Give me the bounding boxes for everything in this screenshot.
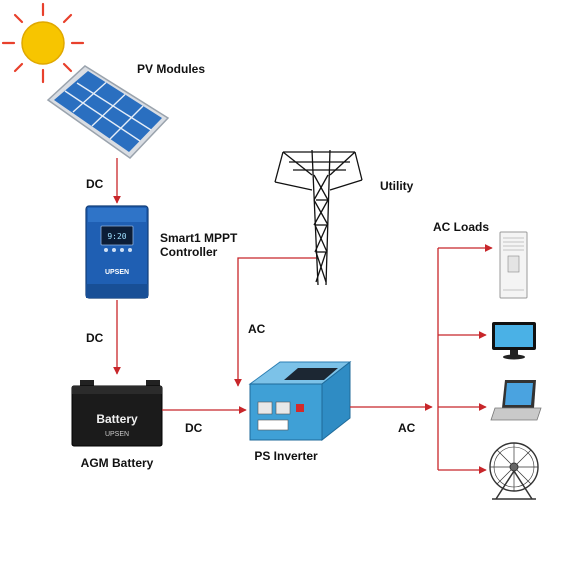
agm-battery-label: AGM Battery — [81, 456, 154, 470]
ps-inverter-label: PS Inverter — [254, 449, 318, 463]
battery-icon — [71, 380, 163, 447]
sun-icon — [1, 2, 85, 84]
air-conditioner-icon — [499, 231, 528, 299]
dc-label-battery: DC — [185, 421, 203, 435]
controller-screen-text: 9:20 — [107, 232, 126, 241]
power-tower-icon — [274, 149, 363, 286]
battery-body-text: Battery — [96, 412, 138, 426]
utility-label: Utility — [380, 179, 414, 193]
monitor-icon — [492, 322, 536, 360]
dc-label-controller: DC — [86, 331, 104, 345]
fan-icon — [489, 442, 539, 500]
mppt-controller-icon — [85, 205, 149, 299]
battery-brand: UPSEN — [105, 431, 129, 438]
laptop-icon — [490, 380, 542, 421]
dc-label-pv: DC — [86, 177, 104, 191]
ac-label-inverter: AC — [398, 421, 416, 435]
controller-brand: UPSEN — [105, 269, 129, 276]
wire-utility-to-inverter — [234, 257, 316, 387]
pv-modules-label: PV Modules — [137, 62, 205, 76]
ac-loads-label: AC Loads — [433, 220, 489, 234]
inverter-icon — [248, 360, 352, 442]
ac-label-utility: AC — [248, 322, 266, 336]
solar-panel-icon — [46, 65, 170, 159]
controller-label-line2: Controller — [160, 245, 218, 259]
controller-label-line1: Smart1 MPPT — [160, 231, 238, 245]
connection-wires — [113, 158, 493, 474]
